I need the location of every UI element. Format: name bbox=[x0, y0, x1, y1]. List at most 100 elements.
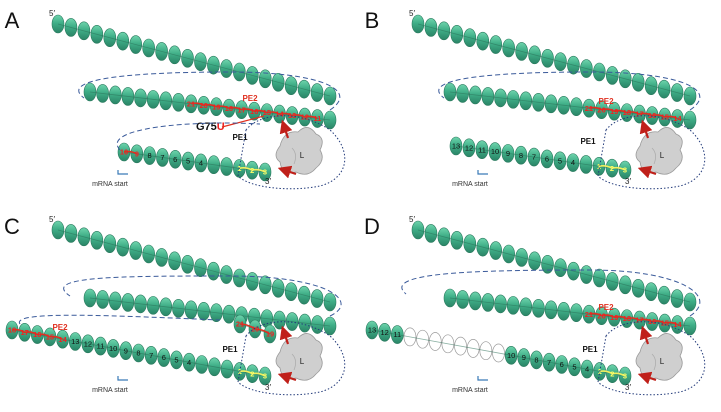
pe2-lower-strand bbox=[123, 150, 138, 155]
pe2-strand bbox=[11, 328, 63, 340]
segment-number: 16 bbox=[33, 330, 41, 339]
ribosome-boundary bbox=[237, 321, 346, 396]
segment-number: 5 bbox=[186, 157, 190, 166]
direction-arrow bbox=[637, 371, 657, 385]
five-prime-label: 5′ bbox=[49, 215, 55, 224]
segment-number: 12 bbox=[380, 328, 388, 337]
segment-number: 17 bbox=[635, 110, 643, 119]
segment-number: 17 bbox=[635, 316, 643, 325]
five-prime-label: 5′ bbox=[409, 215, 415, 224]
segment-number: 6 bbox=[162, 353, 166, 362]
segment-number: 19 bbox=[266, 330, 274, 339]
segment-number: 13 bbox=[71, 337, 79, 346]
ribosome-shape: L bbox=[635, 333, 683, 381]
three-prime-label: 3′ bbox=[265, 383, 271, 392]
segment-number: 16 bbox=[250, 107, 258, 116]
ribosome-shape: L bbox=[275, 127, 323, 175]
pe1-strand bbox=[599, 370, 626, 377]
segment-number: 12 bbox=[465, 143, 473, 152]
segment-number: 9 bbox=[522, 353, 526, 362]
ribosome-boundary bbox=[237, 115, 346, 190]
segment-number: 16 bbox=[648, 317, 656, 326]
segment-number: 8 bbox=[148, 151, 152, 160]
segment-number: 20 bbox=[251, 325, 259, 334]
direction-arrow bbox=[277, 165, 297, 179]
direction-arrow bbox=[279, 325, 293, 345]
segment-number: 7 bbox=[160, 153, 164, 162]
loop-dashed bbox=[63, 275, 342, 317]
lower-strand bbox=[117, 142, 272, 182]
segment-number: 14 bbox=[58, 335, 67, 344]
pe1-label: PE1 bbox=[222, 345, 238, 354]
segment-number: 19 bbox=[212, 102, 220, 111]
segment-number: 3 bbox=[263, 372, 267, 381]
segment-number: 6 bbox=[560, 360, 564, 369]
segment-number: 3 bbox=[623, 166, 627, 175]
segment-number: 1 bbox=[598, 367, 602, 376]
segment-number: 2 bbox=[250, 369, 254, 378]
ribosome-label: L bbox=[300, 357, 305, 366]
segment-number: 14 bbox=[673, 320, 682, 329]
segment-number: 10 bbox=[109, 344, 117, 353]
lower-strand bbox=[449, 136, 632, 180]
pe2-strand bbox=[588, 312, 678, 326]
segment-number: 4 bbox=[571, 158, 575, 167]
segment-number: 7 bbox=[532, 153, 536, 162]
segment-number: 12 bbox=[301, 113, 309, 122]
segment-number: 15 bbox=[46, 333, 54, 342]
pe2-strand bbox=[190, 102, 318, 120]
segment-number: 3 bbox=[263, 168, 267, 177]
mrna-start-label: mRNA start bbox=[92, 387, 128, 394]
segment-number: 2 bbox=[610, 164, 614, 173]
segment-number: 1 bbox=[597, 162, 601, 171]
segment-number: 13 bbox=[452, 142, 460, 151]
ribosome-label: L bbox=[660, 357, 665, 366]
segment-number: 17 bbox=[237, 105, 245, 114]
lower-strand bbox=[365, 320, 632, 386]
segment-number: 2 bbox=[250, 166, 254, 175]
ribosome-boundary bbox=[597, 115, 706, 190]
segment-number: 6 bbox=[545, 155, 549, 164]
segment-number: 4 bbox=[585, 365, 589, 374]
segment-number: 21 bbox=[585, 310, 593, 319]
pe2-upper-strand bbox=[239, 323, 271, 335]
pe2-strand bbox=[588, 106, 678, 120]
loop-dashed bbox=[401, 269, 701, 317]
segment-number: 21 bbox=[236, 320, 244, 329]
ribosome-boundary bbox=[597, 321, 706, 396]
middle-strand bbox=[443, 82, 697, 130]
segment-number: 10 bbox=[507, 351, 515, 360]
panel-letter: B bbox=[365, 8, 380, 33]
segment-number: 20 bbox=[597, 311, 605, 320]
segment-number: 8 bbox=[534, 356, 538, 365]
five-prime-label: 5′ bbox=[409, 9, 415, 18]
panel-letter: C bbox=[4, 214, 20, 239]
segment-number: 15 bbox=[661, 113, 669, 122]
direction-arrow bbox=[637, 165, 657, 179]
segment-number: 9 bbox=[506, 149, 510, 158]
five-prime-label: 5′ bbox=[49, 9, 55, 18]
panel-letter: A bbox=[5, 8, 20, 33]
direction-arrow bbox=[279, 119, 293, 139]
segment-number: 12 bbox=[84, 339, 92, 348]
segment-number: 7 bbox=[547, 358, 551, 367]
three-prime-label: 3′ bbox=[625, 177, 631, 186]
segment-number: 17 bbox=[20, 328, 28, 337]
segment-number: 14 bbox=[275, 110, 284, 119]
direction-arrow bbox=[639, 325, 653, 345]
segment-number: 8 bbox=[519, 151, 523, 160]
segment-number: 19 bbox=[610, 107, 618, 116]
segment-number: 9 bbox=[135, 149, 139, 158]
segment-number: 18 bbox=[623, 314, 631, 323]
pe1-label: PE1 bbox=[580, 137, 596, 146]
segment-number: 21 bbox=[585, 104, 593, 113]
segment-number: 9 bbox=[124, 346, 128, 355]
segment-number: 10 bbox=[120, 148, 128, 157]
mrna-start-label: mRNA start bbox=[452, 181, 488, 188]
segment-number: 20 bbox=[200, 101, 208, 110]
